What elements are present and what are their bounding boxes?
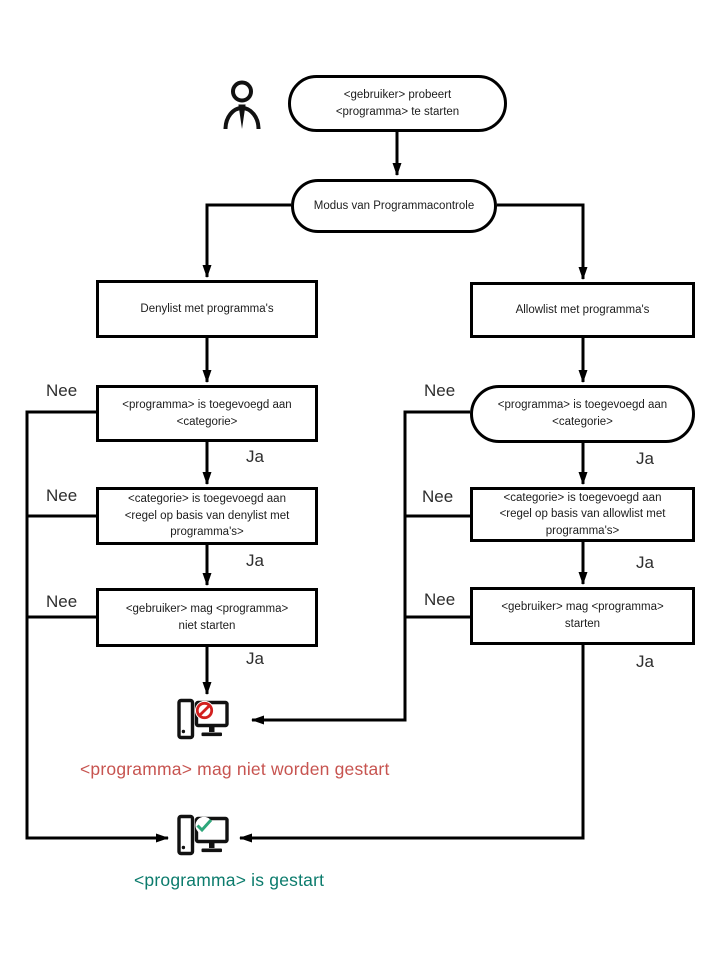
edge-mode-to-denylist (202, 203, 291, 278)
label-no-left-2: Nee (46, 486, 78, 505)
node-left-step2: <categorie> is toegevoegd aan <regel op … (96, 487, 318, 545)
label-yes-left-3: Ja (246, 649, 264, 668)
edge-right-no-collector (251, 410, 470, 725)
computer-started-icon (177, 814, 229, 856)
label-yes-right-3: Ja (636, 652, 654, 671)
label-yes-right-1: Ja (636, 449, 654, 468)
computer-blocked-icon (177, 698, 229, 740)
node-right-step1: <programma> is toegevoegd aan <categorie… (470, 385, 695, 443)
label-yes-left-1: Ja (246, 447, 264, 466)
outcome-allowed-label: <programma> is gestart (134, 870, 325, 890)
node-right-step3: <gebruiker> mag <programma> starten (470, 587, 695, 645)
edge-mode-to-allowlist (497, 203, 588, 280)
label-no-right-1: Nee (424, 381, 456, 400)
node-allowlist-header: Allowlist met programma's (470, 282, 695, 338)
outcome-denied-label: <programma> mag niet worden gestart (80, 759, 390, 779)
label-yes-right-2: Ja (636, 553, 654, 572)
label-yes-left-2: Ja (246, 551, 264, 570)
label-no-right-3: Nee (424, 590, 456, 609)
label-no-left-3: Nee (46, 592, 78, 611)
node-right-step2: <categorie> is toegevoegd aan <regel op … (470, 487, 695, 542)
node-left-step3: <gebruiker> mag <programma> niet starten (96, 588, 318, 647)
edge-right-step3-yes-to-allowed (239, 645, 585, 843)
node-left-step1: <programma> is toegevoegd aan <categorie… (96, 385, 318, 442)
node-denylist-header: Denylist met programma's (96, 280, 318, 338)
edge-left-no-collector (25, 410, 169, 843)
user-icon (223, 80, 261, 130)
node-mode: Modus van Programmacontrole (291, 179, 497, 233)
node-start: <gebruiker> probeert <programma> te star… (288, 75, 507, 132)
label-no-right-2: Nee (422, 487, 454, 506)
label-no-left-1: Nee (46, 381, 78, 400)
